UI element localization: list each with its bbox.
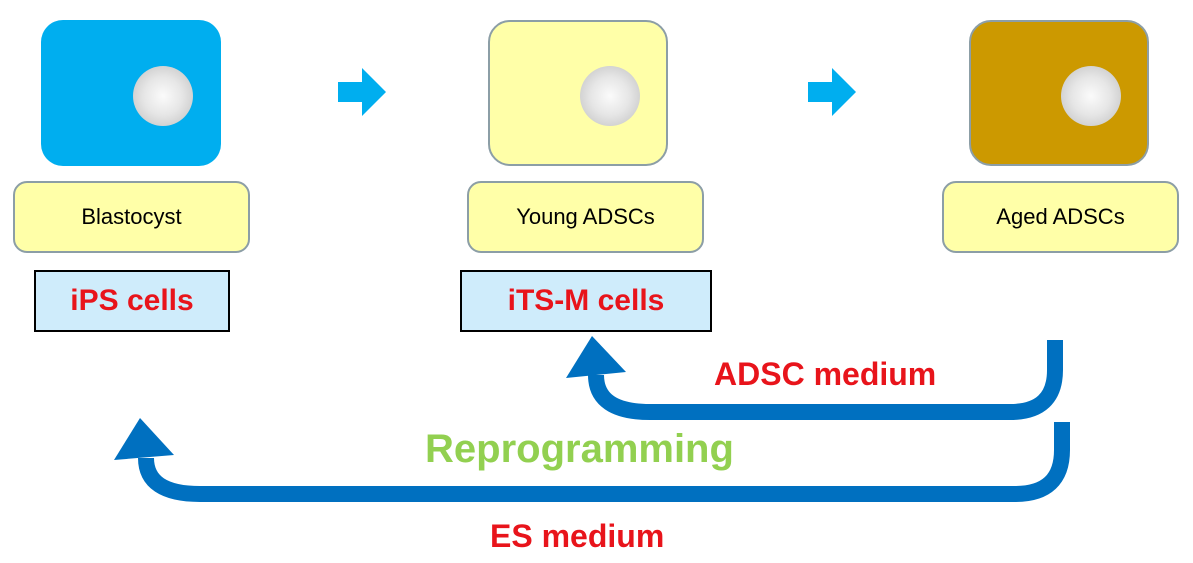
reprogramming-label: Reprogramming [425, 427, 734, 471]
blastocyst-cell [41, 20, 221, 166]
nucleus-icon [133, 66, 193, 126]
right-arrow-icon [808, 68, 856, 116]
es-medium-label: ES medium [490, 518, 665, 554]
stage-label-blastocyst: Blastocyst [13, 181, 250, 253]
its-m-cells-box: iTS-M cells [460, 270, 712, 332]
es-medium-arrowhead [114, 418, 174, 460]
nucleus-icon [1061, 66, 1121, 126]
young-adsc-cell [488, 20, 668, 166]
adsc-medium-arrow [588, 340, 1063, 420]
nucleus-icon [580, 66, 640, 126]
adsc-medium-arrowhead [566, 336, 626, 378]
aged-adsc-cell [969, 20, 1149, 166]
stage-label-aged-adscs: Aged ADSCs [942, 181, 1179, 253]
adsc-medium-label: ADSC medium [714, 356, 937, 392]
stage-label-young-adscs: Young ADSCs [467, 181, 704, 253]
right-arrow-icon [338, 68, 386, 116]
es-medium-arrow [138, 422, 1070, 502]
ips-cells-box: iPS cells [34, 270, 230, 332]
